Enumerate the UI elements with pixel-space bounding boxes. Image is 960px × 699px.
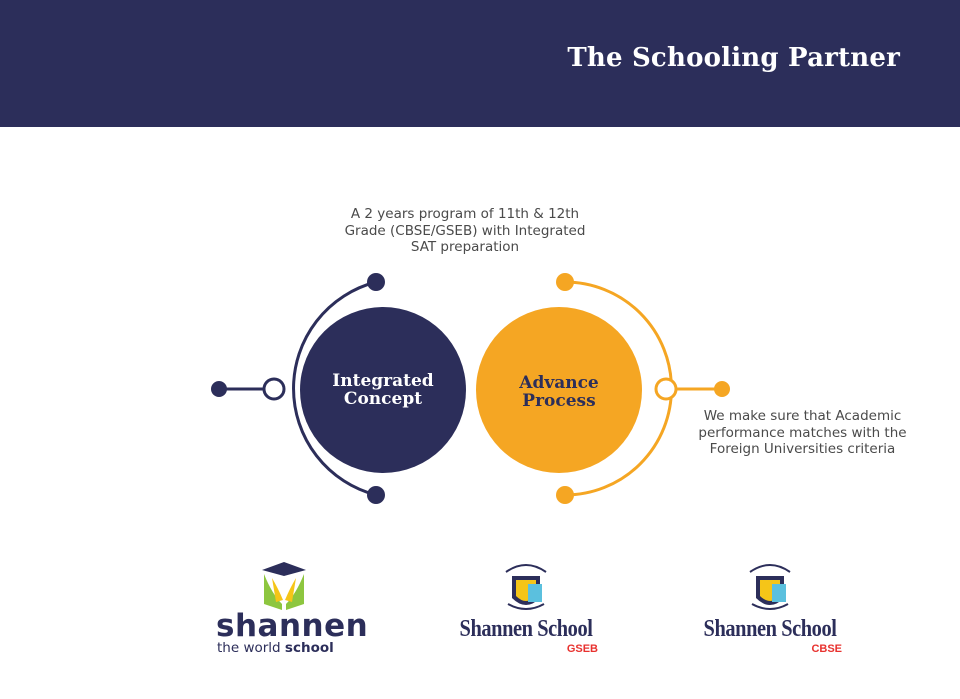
left-arc-top-dot	[367, 273, 385, 291]
header-banner: The Schooling Partner	[0, 0, 960, 127]
gseb-school-name: Shannen School	[459, 616, 593, 642]
gseb-board-label: GSEB	[566, 643, 598, 655]
integrated-concept-circle	[300, 307, 466, 473]
left-end-dot	[211, 381, 227, 397]
right-arc-bottom-dot	[556, 486, 574, 504]
left-arc-bottom-dot	[367, 486, 385, 504]
right-end-dot	[714, 381, 730, 397]
shannen-school-gseb-logo: Shannen School GSEB	[446, 560, 606, 660]
right-arc-top-dot	[556, 273, 574, 291]
shannen-world-school-logo: shannen the world school	[212, 560, 368, 660]
cbse-school-name: Shannen School	[703, 616, 837, 642]
shannen-wordmark: shannen	[216, 608, 369, 644]
caption-advance-process: We make sure that Academic performance m…	[698, 408, 907, 457]
shannen-school-cbse-logo: Shannen School CBSE	[690, 560, 850, 660]
cbse-board-label: CBSE	[811, 643, 842, 655]
page-title: The Schooling Partner	[567, 43, 900, 73]
advance-label-line1: Advance	[518, 373, 599, 393]
integrated-label-line1: Integrated	[332, 371, 434, 391]
caption-integrated-concept: A 2 years program of 11th & 12th Grade (…	[344, 206, 586, 255]
school-crest-icon	[505, 564, 547, 610]
advance-label-line2: Process	[522, 391, 595, 411]
advance-process-circle	[476, 307, 642, 473]
book-hands-icon	[262, 562, 306, 610]
left-arc	[292, 280, 377, 497]
right-ring-node	[654, 377, 678, 401]
integrated-label-line2: Concept	[344, 389, 422, 409]
shannen-tagline: the world school	[217, 640, 334, 656]
school-crest-icon	[749, 564, 791, 610]
left-ring-node	[262, 377, 286, 401]
